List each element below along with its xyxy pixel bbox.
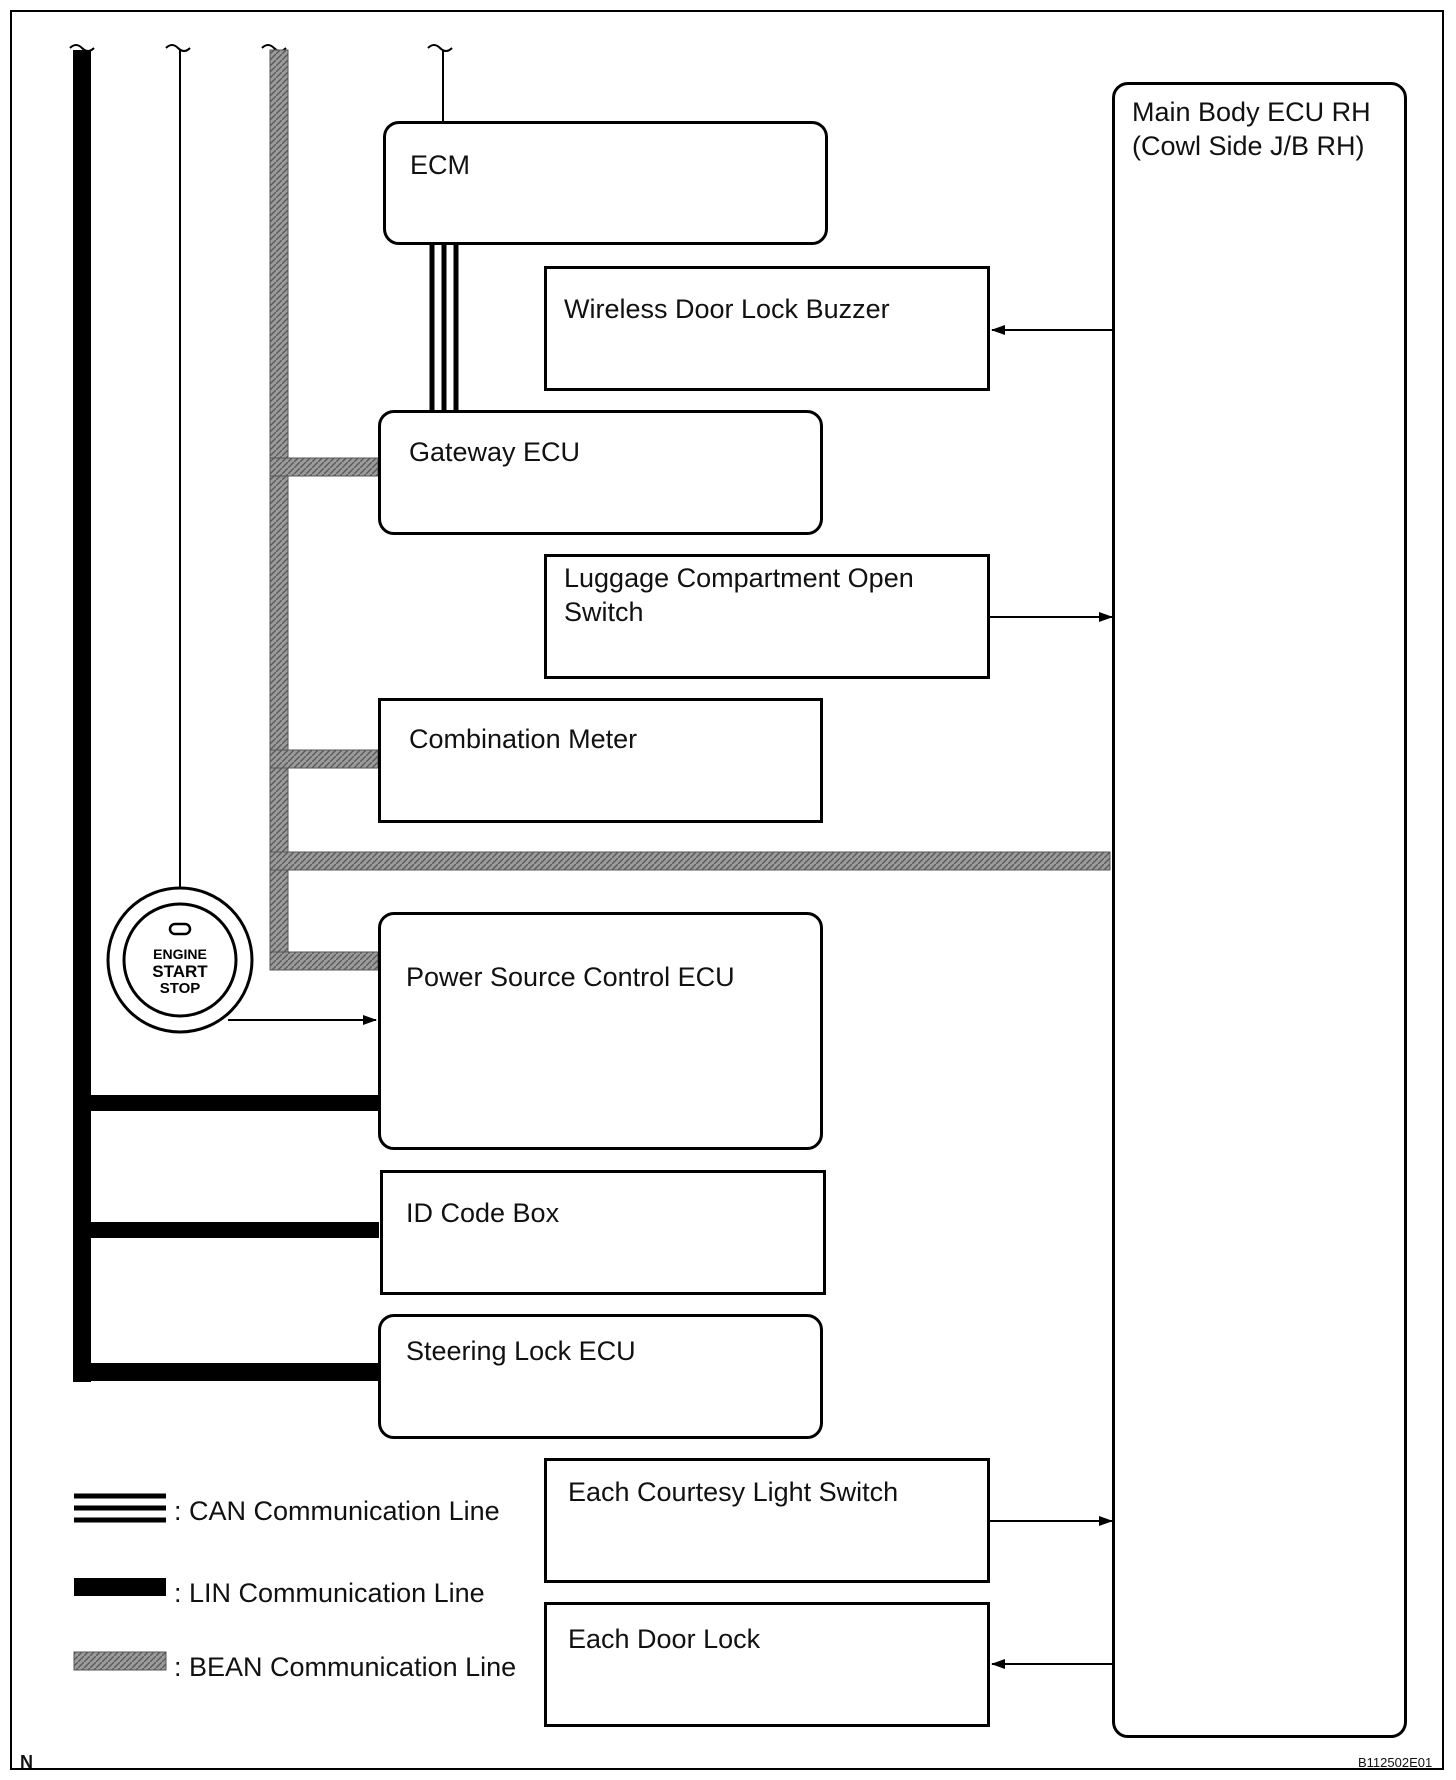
legend-bean-symbol: [73, 1651, 167, 1671]
main-body-ecu-label: Main Body ECU RH (Cowl Side J/B RH): [1132, 97, 1371, 161]
combination-meter-box: [378, 698, 823, 823]
power-source-control-ecu-label: Power Source Control ECU: [406, 962, 735, 992]
courtesy-light-switch-label: Each Courtesy Light Switch: [568, 1477, 899, 1507]
start-button-line1: ENGINE: [153, 946, 207, 962]
id-code-box-box: [380, 1170, 826, 1295]
lin-bus: [73, 50, 379, 1382]
corner-letter: N: [20, 1752, 33, 1772]
signal-arrows: [228, 325, 1114, 1669]
legend-lin-symbol: [74, 1578, 166, 1596]
ecm-label: ECM: [410, 150, 470, 180]
legend-bean-label: : BEAN Communication Line: [174, 1652, 517, 1682]
engine-start-stop-button: ENGINE START STOP: [106, 886, 254, 1034]
ecm-box: [383, 121, 828, 245]
start-button-line3: STOP: [160, 980, 201, 997]
courtesy-light-switch-box: [544, 1458, 990, 1583]
line-break-marks: [69, 44, 453, 52]
legend-can-symbol: [74, 1493, 166, 1523]
luggage-compartment-switch-box: [544, 554, 990, 679]
luggage-compartment-switch-label: Luggage Compartment Open Switch: [564, 563, 914, 627]
main-body-ecu-box: [1112, 82, 1407, 1738]
diagram-frame: [10, 10, 1444, 1770]
start-button-line2: START: [152, 962, 208, 981]
id-code-box-label: ID Code Box: [406, 1198, 560, 1228]
bean-bus: [269, 49, 1111, 971]
steering-lock-ecu-box: [378, 1314, 823, 1439]
legend-symbols: [73, 1493, 167, 1671]
figure-code: B112502E01: [1358, 1755, 1433, 1770]
legend-can-label: : CAN Communication Line: [174, 1496, 500, 1526]
gateway-ecu-label: Gateway ECU: [409, 437, 581, 467]
wireless-door-lock-buzzer-box: [544, 266, 990, 391]
door-lock-box: [544, 1602, 990, 1727]
wireless-door-lock-buzzer-label: Wireless Door Lock Buzzer: [564, 294, 890, 324]
power-source-control-ecu-box: [378, 912, 823, 1150]
gateway-ecu-box: [378, 410, 823, 535]
door-lock-label: Each Door Lock: [568, 1624, 761, 1654]
combination-meter-label: Combination Meter: [409, 724, 638, 754]
legend-lin-label: : LIN Communication Line: [174, 1578, 485, 1608]
steering-lock-ecu-label: Steering Lock ECU: [406, 1336, 636, 1366]
can-bus: [429, 244, 459, 412]
